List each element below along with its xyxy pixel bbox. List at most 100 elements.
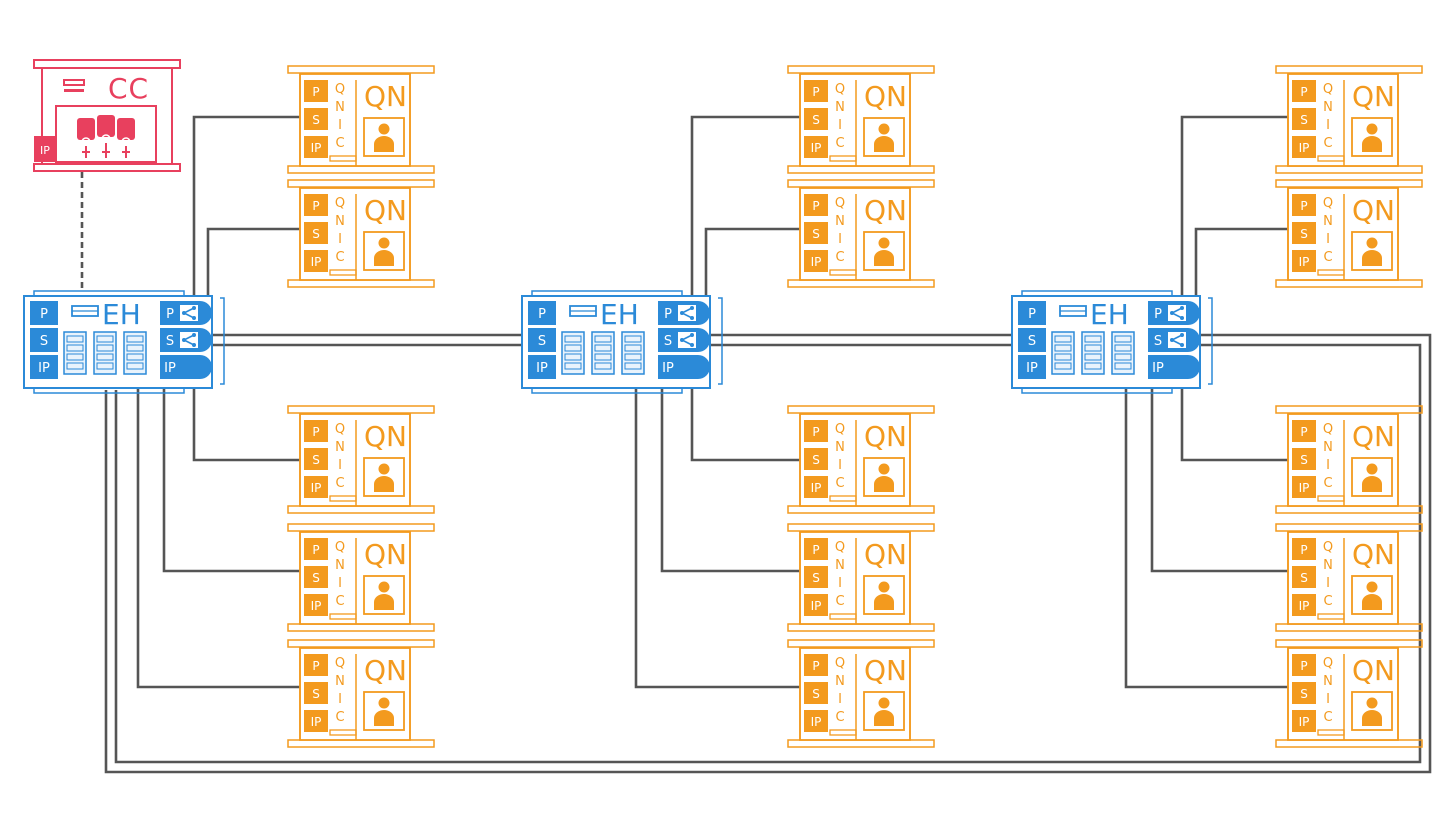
node-port-label: P [312,543,319,557]
node-link [704,227,800,296]
node-port-P [804,538,828,560]
node-bottom-rail [1275,505,1423,514]
server-rack-icon [63,331,147,375]
qnic-letter: Q [835,540,845,555]
hub-right-port-IP [160,355,212,379]
hub-right-port-label: P [664,307,672,322]
user-body [874,710,894,726]
qnic-letter: I [338,232,342,247]
node-link [690,388,800,462]
server-slot [96,344,114,352]
hub-right-port-label: S [664,334,672,349]
node-port-IP [804,250,828,272]
share-icon [678,305,696,321]
qnic-letter: C [1323,594,1332,609]
qnic-letter: I [1326,232,1330,247]
node-bottom-rail [1275,623,1423,632]
node-label: QN [1352,538,1395,571]
node-port-label: S [312,227,320,241]
node-top-rail [787,639,935,648]
node-label: QN [864,420,907,453]
node-link [136,388,300,689]
node-link [1180,388,1288,462]
qnic-letter: C [1323,710,1332,725]
cc-slot-line [64,89,84,92]
user-icon [1362,581,1382,610]
node-port-P [304,420,328,442]
server-slot [1084,353,1102,361]
node-port-P [304,538,328,560]
node-port-S [304,222,328,244]
hub-left-port-label: S [538,334,546,349]
node-port-label: P [812,85,819,99]
node-port-S [804,448,828,470]
user-head [1366,463,1378,475]
node-port-S [304,682,328,704]
server-slot [1054,362,1072,370]
qnic-letter: C [1323,136,1332,151]
server-slot [1084,362,1102,370]
cc-roof [33,59,181,69]
cc-ip-label: IP [40,144,50,157]
user-head [878,123,890,135]
node-link [206,227,300,296]
node-bottom-rail [287,165,435,174]
node-top-rail [787,179,935,188]
node-port-P [804,80,828,102]
cc-window [55,105,157,163]
hub-right-port-IP [1148,355,1200,379]
node-port-label: IP [311,255,322,269]
server-slot [1054,353,1072,361]
user-head [878,237,890,249]
node-port-IP [804,710,828,732]
server-slot [66,362,84,370]
people-icon [77,115,135,158]
hub-bracket [220,297,225,385]
share-icon [1168,305,1186,321]
hub-left-port-IP [528,355,556,379]
node-port-IP [304,476,328,498]
node-top-rail [287,65,435,74]
user-body [1362,250,1382,266]
node-port-S [1292,682,1316,704]
qnic-letter: Q [335,196,345,211]
node-port-label: S [812,687,820,701]
node-port-IP [804,594,828,616]
user-icon-frame [863,575,905,615]
node-link [634,388,800,689]
hub-right-port-label: IP [164,361,176,376]
hub-right-port-label: IP [662,361,674,376]
node-port-label: IP [811,481,822,495]
user-body [374,250,394,266]
server-slot [594,362,612,370]
node-port-label: S [312,571,320,585]
qnic-letter: I [338,692,342,707]
hub-left-port-IP [1018,355,1046,379]
node-label: QN [864,194,907,227]
user-icon-frame [1351,117,1393,157]
node-port-S [1292,222,1316,244]
share-dot [1180,306,1184,310]
node-port-label: P [312,85,319,99]
node-top-rail [1275,639,1423,648]
qnic-letter: N [1323,440,1333,455]
user-icon [1362,697,1382,726]
person-2 [97,115,115,137]
node-port-S [804,682,828,704]
cc-slot [63,79,85,86]
qnic-letter: C [335,250,344,265]
server-slot [564,353,582,361]
server-slot [1084,344,1102,352]
node-link [192,115,300,296]
node-label: QN [1352,654,1395,687]
node-port-P [1292,420,1316,442]
node-port-label: S [812,227,820,241]
user-head [1366,581,1378,593]
server-slot [1114,353,1132,361]
user-body [874,594,894,610]
